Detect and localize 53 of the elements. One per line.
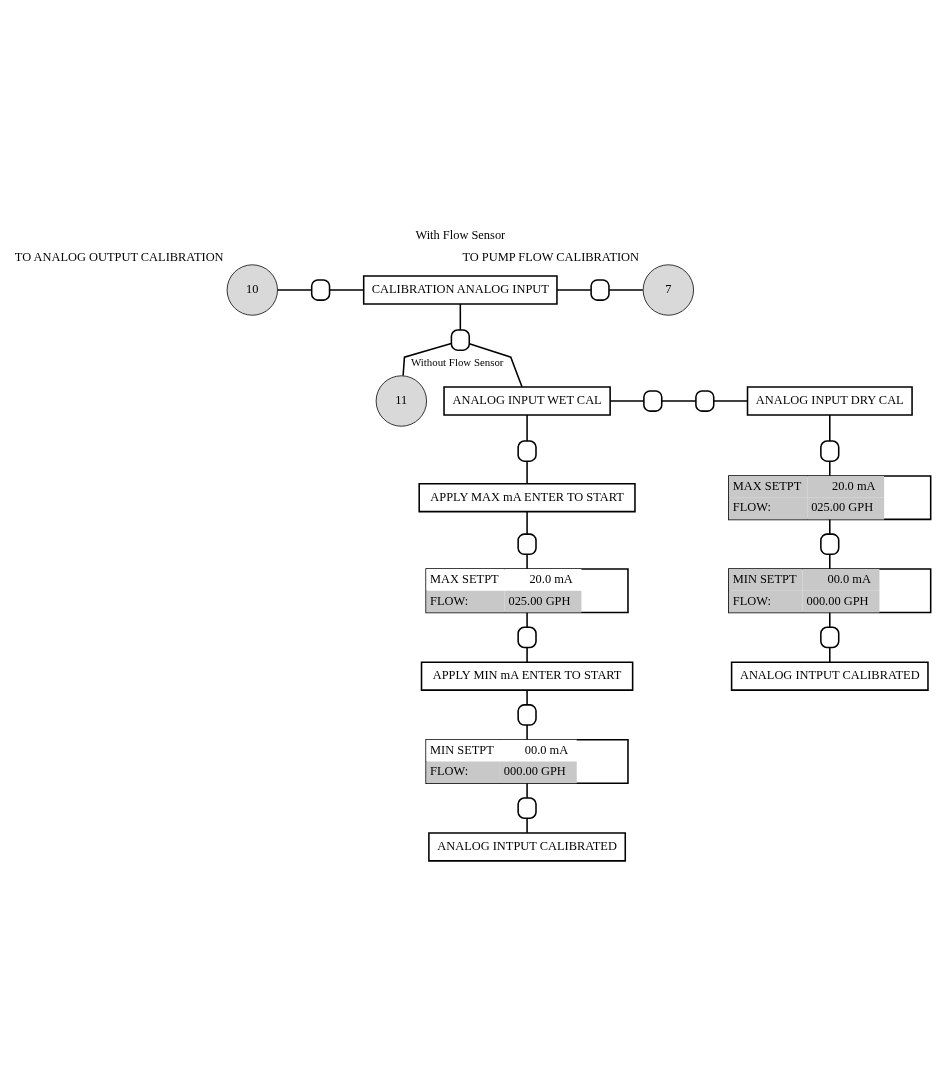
- connector: [713, 399, 749, 402]
- connector: [402, 342, 453, 376]
- connector: [609, 399, 645, 402]
- node-box: ANALOG INPUT WET CAL: [443, 385, 611, 416]
- connector: [526, 413, 528, 442]
- node-box: APPLY MAX mA ENTER TO START: [418, 482, 636, 512]
- connector: [829, 646, 831, 663]
- connector: [829, 518, 831, 535]
- connector: [526, 646, 528, 663]
- edge-label: Without Flow Sensor: [410, 355, 504, 368]
- connector: [608, 288, 644, 291]
- connector: [526, 459, 528, 484]
- connector: [829, 611, 831, 628]
- node-button: [820, 626, 840, 648]
- node-box: APPLY MIN mA ENTER TO START: [420, 660, 634, 691]
- connector: [468, 342, 523, 388]
- connector: [526, 782, 528, 799]
- node-button: [643, 389, 663, 412]
- connector: [661, 399, 697, 402]
- connector: [526, 510, 528, 535]
- node-button: [820, 439, 840, 462]
- node-button: [820, 532, 840, 555]
- node-button: [517, 796, 537, 819]
- connector: [829, 413, 831, 442]
- connector: [459, 302, 462, 331]
- connector: [526, 688, 528, 706]
- node-button: [695, 389, 715, 412]
- node-box: ANALOG INTPUT CALIBRATED: [730, 660, 929, 691]
- connector: [829, 459, 831, 476]
- connector: [526, 723, 528, 740]
- node-button: [590, 278, 610, 301]
- node-box: ANALOG INTPUT CALIBRATED: [428, 831, 627, 862]
- node-button: [310, 278, 331, 301]
- node-box: ANALOG INPUT DRY CAL: [746, 385, 913, 416]
- connector: [526, 817, 528, 834]
- node-box: CALIBRATION ANALOG INPUT: [362, 274, 558, 305]
- connector: [829, 553, 831, 570]
- connector: [328, 288, 365, 291]
- connector: [526, 611, 528, 628]
- node-button: [517, 532, 537, 555]
- connector: [526, 553, 528, 570]
- node-button: [517, 703, 537, 726]
- node-circle: 7: [642, 263, 694, 316]
- node-label: TO PUMP FLOW CALIBRATION: [462, 249, 640, 264]
- node-button: [450, 328, 471, 351]
- node-circle: 10: [226, 263, 278, 316]
- node-circle: 11: [375, 374, 427, 427]
- connector: [277, 288, 313, 291]
- connector: [556, 288, 592, 291]
- label: With Flow Sensor: [415, 227, 506, 242]
- node-label: TO ANALOG OUTPUT CALIBRATION: [14, 249, 224, 264]
- node-button: [517, 626, 537, 648]
- node-button: [517, 439, 537, 462]
